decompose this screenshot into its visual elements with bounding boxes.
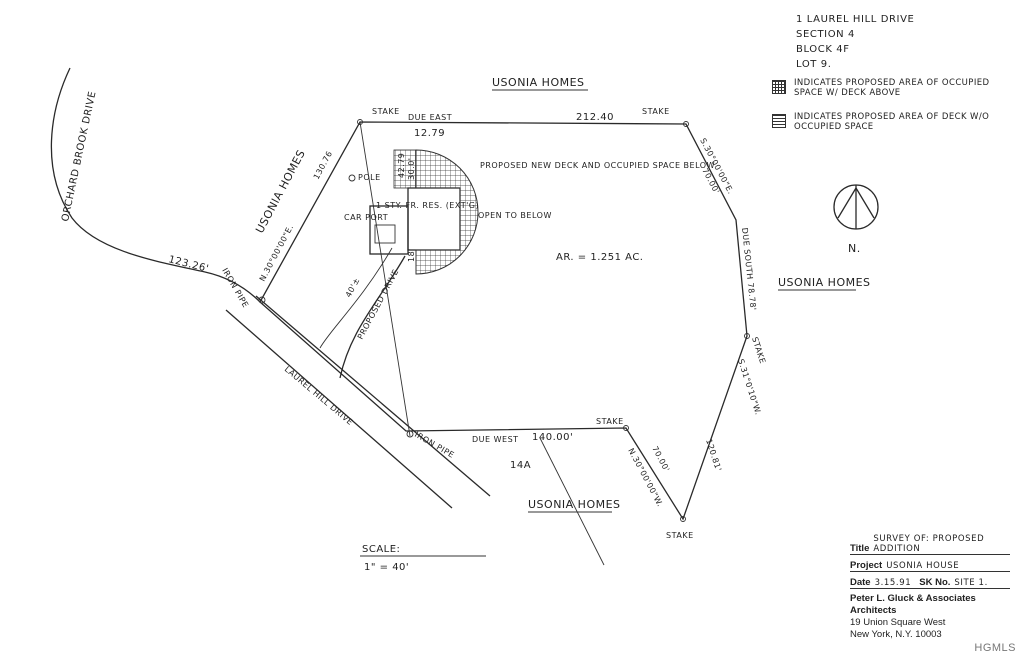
dist-18: 18' [407,248,416,262]
stake-mark-5 [623,425,629,431]
house-outline [407,187,461,251]
north-label: N. [848,242,861,255]
lot-block: BLOCK 4F [796,44,850,55]
dist-140: 140.00' [532,432,573,443]
hatch-square-icon [772,114,786,128]
tb-sk-value: SITE 1. [954,578,988,588]
tb-title-row: Title SURVEY OF: PROPOSED ADDITION [850,534,1010,555]
dist-30: 30.0' [407,157,416,180]
usonia-homes-bottom: USONIA HOMES [528,498,621,511]
dist-212: 212.40 [576,112,614,123]
due-south: DUE SOUTH 78.78' [740,227,758,311]
tb-firm: Peter L. Gluck & Associates [850,593,976,604]
due-west: DUE WEST [472,435,519,444]
tb-title-label: Title [850,543,870,554]
usonia-homes-top: USONIA HOMES [492,76,585,89]
north-arrow-icon [833,184,879,230]
bearing-se: S.31°0'10"W. [736,358,763,416]
proposed-drive-label: PROPOSED DRIVE [356,268,401,341]
open-below-label: OPEN TO BELOW [478,211,552,220]
tb-firm-sub: Architects [850,605,897,616]
legend: INDICATES PROPOSED AREA OF OCCUPIED SPAC… [772,78,1012,146]
dist-40: 40'± [344,276,362,299]
dist-70-bottom: 70.00' [650,445,671,474]
tb-title-value: SURVEY OF: PROPOSED ADDITION [873,534,985,554]
lot-info: 1 LAUREL HILL DRIVE SECTION 4 BLOCK 4F L… [796,12,914,72]
tb-project-value: USONIA HOUSE [886,561,960,571]
usonia-homes-right: USONIA HOMES [778,276,871,289]
lot-number: LOT 9. [796,59,832,70]
iron-pipe-bottom: IRON PIPE [413,430,456,460]
title-block: Title SURVEY OF: PROPOSED ADDITION Proje… [850,534,1010,641]
dist-120: 120.81' [704,438,723,473]
scale-value: 1" = 40' [364,562,409,573]
car-port-label: CAR PORT [344,213,388,222]
iron-pipe-bottom-symbol [406,430,414,438]
crosshatch-square-icon [772,80,786,94]
proposed-drive-curve [339,255,406,379]
stake-bottom: STAKE [596,417,624,426]
watermark: HGMLS [974,642,1016,654]
stake-mark-2 [683,121,689,127]
lot-address: 1 LAUREL HILL DRIVE [796,14,915,25]
dim-line-pipe [359,121,411,437]
legend-text-occupied: INDICATES PROPOSED AREA OF OCCUPIED SPAC… [794,78,990,98]
usonia-homes-left: USONIA HOMES [253,148,308,236]
iron-pipe-left-symbol [258,296,266,304]
tb-date-value: 3.15.91 [874,578,912,588]
stake-mark-1 [357,119,363,125]
due-east: DUE EAST [408,113,452,122]
road-edge-upper [255,295,491,497]
lot-section: SECTION 4 [796,29,855,40]
iron-pipe-left: IRON PIPE [220,267,250,310]
carport-outline [369,205,409,255]
tb-date-label: Date [850,577,871,588]
proposed-deck-area [415,149,479,275]
stake-mark-3 [744,333,750,339]
road-edge-lower [225,309,453,509]
lot-14a: 14A [510,460,531,471]
proposed-drive-curve-2 [319,247,393,349]
legend-text-deck: INDICATES PROPOSED AREA OF DECK W/O OCCU… [794,112,990,132]
pole-symbol [348,174,356,182]
due-east-dist: 12.79 [414,128,445,139]
legend-item-deck: INDICATES PROPOSED AREA OF DECK W/O OCCU… [772,112,1012,132]
dist-130: 130.76 [312,149,335,181]
pole-label: POLE [358,173,381,182]
tb-address-1: 19 Union Square West [850,617,946,628]
legend-item-occupied: INDICATES PROPOSED AREA OF OCCUPIED SPAC… [772,78,1012,98]
stake-right: STAKE [750,336,767,365]
tb-date-row: Date 3.15.91 SK No. SITE 1. [850,572,1010,589]
dim-line-bottom [539,437,605,566]
orchard-brook-drive: ORCHARD BROOK DRIVE [60,90,98,222]
stake-mark-4 [680,516,686,522]
tb-project-row: Project USONIA HOUSE [850,555,1010,572]
orchard-brook-curve [50,67,261,303]
house-label: 1 STY. FR. RES. (EXT'G) [376,201,479,210]
dist-123: 123.26' [167,254,210,275]
tb-address-2: New York, N.Y. 10003 [850,629,942,640]
stake-top-left: STAKE [372,107,400,116]
lot-boundary [259,121,748,521]
laurel-hill-drive: LAUREL HILL DRIVE [283,365,355,428]
tb-project-label: Project [850,560,883,571]
deck-hatch-block [393,149,417,189]
stake-top-right: STAKE [642,107,670,116]
area-label: AR. = 1.251 AC. [556,252,643,263]
tb-sk-label: SK No. [919,577,951,588]
proposed-deck-label: PROPOSED NEW DECK AND OCCUPIED SPACE BEL… [480,161,715,170]
scale-label: SCALE: [362,544,400,555]
house-ext [374,224,396,244]
stake-bottom-right: STAKE [666,531,694,540]
dist-42-79: 42.79 [397,153,406,178]
